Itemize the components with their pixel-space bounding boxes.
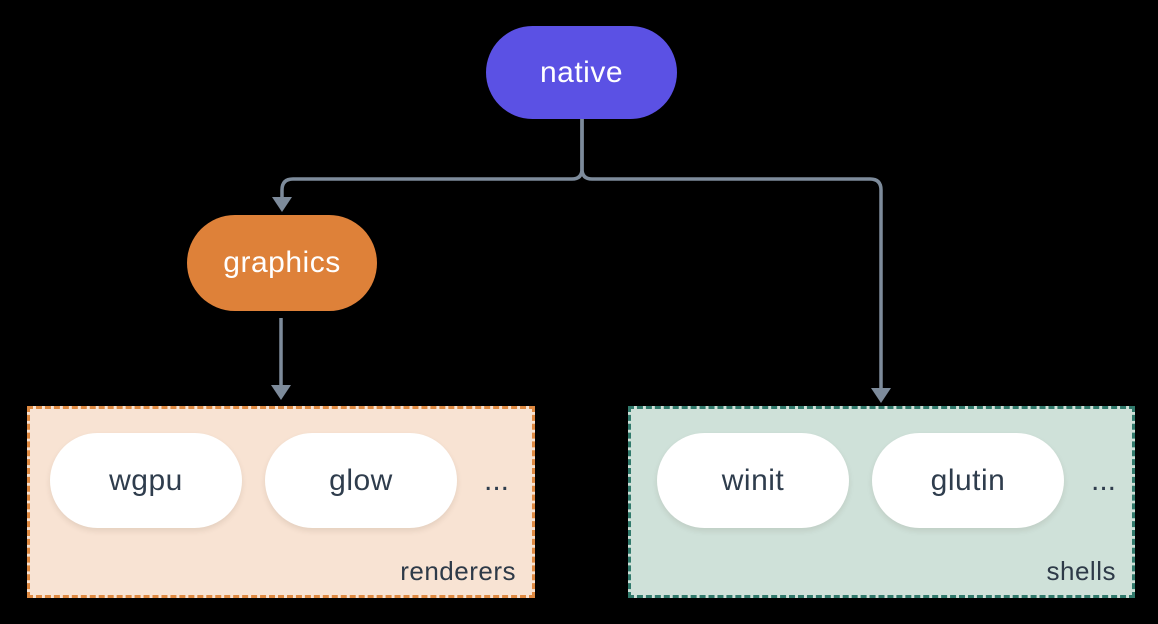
group-renderers: wgpu glow ... renderers	[27, 406, 535, 598]
arrowhead-renderers	[271, 385, 291, 400]
renderers-group-label: renderers	[400, 556, 516, 586]
group-shells: winit glutin ... shells	[628, 406, 1135, 598]
pill-glow: glow	[265, 433, 457, 528]
pill-winit-label: winit	[721, 463, 785, 497]
arrowhead-graphics	[272, 197, 292, 212]
node-native: native	[486, 26, 677, 119]
pill-wgpu: wgpu	[50, 433, 242, 528]
pill-glutin-label: glutin	[930, 463, 1006, 497]
shells-ellipsis: ...	[1091, 463, 1117, 497]
pill-winit: winit	[657, 433, 849, 528]
shells-pill-row: winit glutin ...	[657, 433, 1116, 528]
pill-wgpu-label: wgpu	[109, 463, 183, 497]
pill-glutin: glutin	[872, 433, 1064, 528]
edge-native-shells	[580, 119, 883, 389]
renderers-ellipsis: ...	[484, 463, 510, 497]
node-native-label: native	[539, 55, 624, 89]
node-graphics: graphics	[187, 215, 377, 311]
node-graphics-label: graphics	[223, 246, 341, 279]
pill-glow-label: glow	[329, 463, 393, 497]
arrowhead-shells	[871, 388, 891, 403]
edge-native-graphics	[280, 119, 584, 198]
shells-group-label: shells	[1046, 556, 1116, 586]
renderers-pill-row: wgpu glow ...	[50, 433, 509, 528]
